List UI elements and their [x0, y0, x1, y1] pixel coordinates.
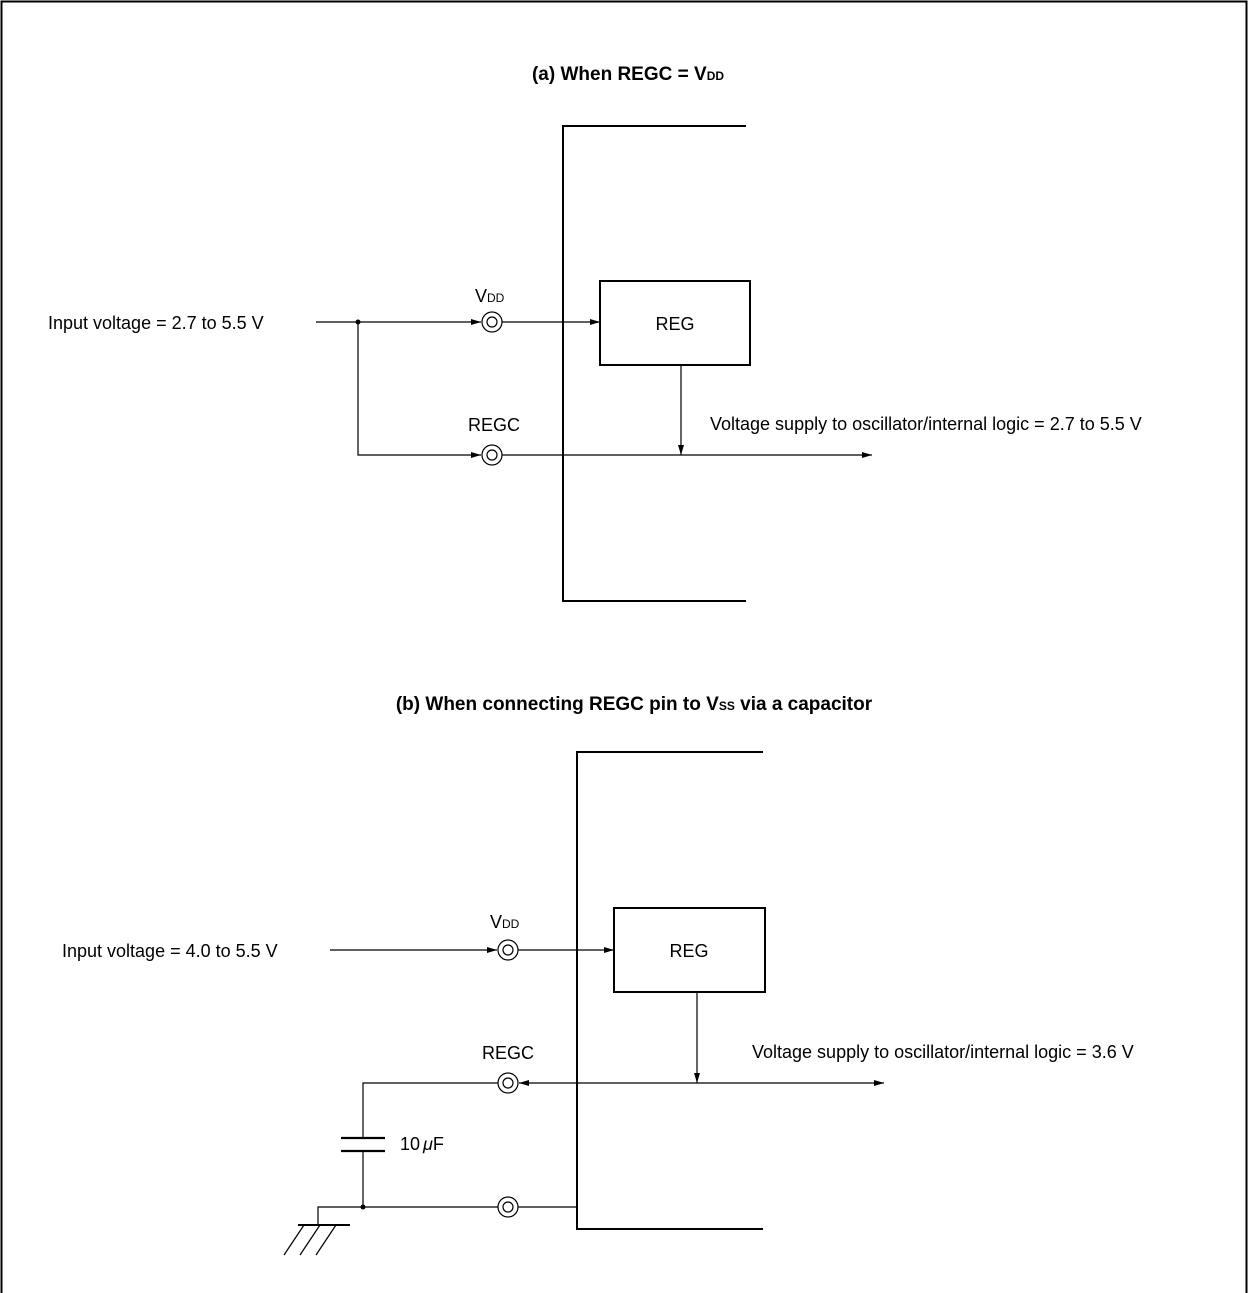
double-circle-terminal-icon: [497, 1072, 519, 1094]
figure-a-title: (a) When REGC = VDD: [532, 64, 724, 85]
chip-outline: [562, 125, 746, 602]
regc-branch-wire: [357, 322, 481, 458]
vdd-pin-label: VDD: [475, 286, 505, 306]
reg-label: REG: [655, 314, 694, 334]
double-circle-terminal-icon: [497, 1196, 519, 1218]
vdd-pin-label: VDD: [490, 912, 520, 932]
input-voltage-label: Input voltage = 4.0 to 5.5 V: [62, 941, 278, 961]
figure-a: (a) When REGC = VDD REG Input voltage = …: [48, 64, 1142, 602]
input-voltage-label: Input voltage = 2.7 to 5.5 V: [48, 313, 264, 333]
regc-pin-label: REGC: [482, 1043, 534, 1063]
figure-b: (b) When connecting REGC pin to VSS via …: [62, 694, 1134, 1256]
ground-symbol-icon: [283, 1206, 363, 1256]
figure-b-title: (b) When connecting REGC pin to VSS via …: [396, 694, 873, 715]
reg-label: REG: [669, 941, 708, 961]
reg-block: [599, 280, 751, 366]
chip-outline: [576, 751, 763, 1230]
double-circle-terminal-icon: [497, 939, 519, 961]
output-voltage-label: Voltage supply to oscillator/internal lo…: [752, 1042, 1134, 1062]
regc-to-capacitor-wire: [362, 1082, 498, 1138]
capacitor-icon: [341, 1136, 385, 1153]
double-circle-terminal-icon: [481, 311, 503, 333]
output-voltage-label: Voltage supply to oscillator/internal lo…: [710, 414, 1142, 434]
double-circle-terminal-icon: [481, 444, 503, 466]
regc-pin-label: REGC: [468, 415, 520, 435]
